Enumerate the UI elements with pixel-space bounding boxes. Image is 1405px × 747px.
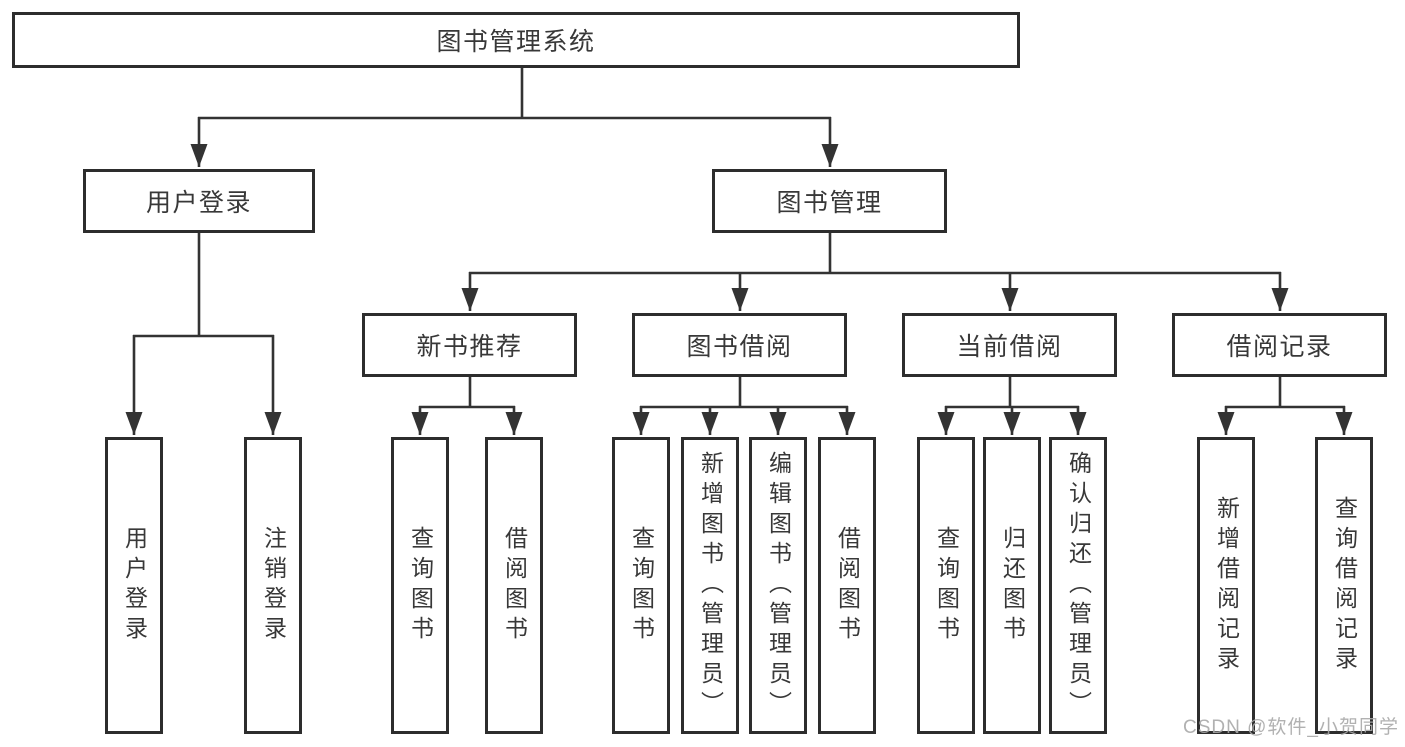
leaf-current-query-books-label: 查询图书 [933,525,960,646]
leaf-logout: 注销登录 [244,437,302,734]
node-root: 图书管理系统 [12,12,1020,68]
node-borrow-records-label: 借阅记录 [1226,333,1333,361]
node-book-borrow-label: 图书借阅 [686,333,793,361]
node-book-borrow: 图书借阅 [632,313,847,377]
node-borrow-records: 借阅记录 [1172,313,1387,377]
node-book-management-label: 图书管理 [776,189,883,217]
node-new-book-recommend-label: 新书推荐 [416,333,523,361]
leaf-current-query-books: 查询图书 [917,437,975,734]
leaf-add-borrow-record-label: 新增借阅记录 [1213,495,1240,676]
leaf-edit-books-admin: 编辑图书（管理员） [749,437,807,734]
leaf-newbook-borrow-books: 借阅图书 [485,437,543,734]
leaf-confirm-return-admin: 确认归还（管理员） [1049,437,1107,734]
leaf-return-books-label: 归还图书 [999,525,1026,646]
csdn-watermark: CSDN @软件_小贺同学 [1183,717,1399,738]
leaf-return-books: 归还图书 [983,437,1041,734]
leaf-query-borrow-record: 查询借阅记录 [1315,437,1373,734]
leaf-user-login: 用户登录 [105,437,163,734]
leaf-confirm-return-admin-label: 确认归还（管理员） [1065,450,1092,721]
node-user-login-label: 用户登录 [145,189,252,217]
leaf-user-login-label: 用户登录 [121,525,148,646]
leaf-borrow-books: 借阅图书 [818,437,876,734]
leaf-newbook-borrow-books-label: 借阅图书 [501,525,528,646]
node-new-book-recommend: 新书推荐 [362,313,577,377]
leaf-query-borrow-record-label: 查询借阅记录 [1331,495,1358,676]
leaf-borrow-query-books: 查询图书 [612,437,670,734]
leaf-logout-label: 注销登录 [260,525,287,646]
leaf-borrow-books-label: 借阅图书 [834,525,861,646]
node-root-label: 图书管理系统 [436,28,596,56]
leaf-borrow-query-books-label: 查询图书 [628,525,655,646]
node-current-borrow-label: 当前借阅 [956,333,1063,361]
leaf-newbook-query-books-label: 查询图书 [407,525,434,646]
leaf-edit-books-admin-label: 编辑图书（管理员） [765,450,792,721]
node-book-management: 图书管理 [712,169,947,233]
leaf-add-books-admin-label: 新增图书（管理员） [697,450,724,721]
leaf-newbook-query-books: 查询图书 [391,437,449,734]
node-user-login: 用户登录 [83,169,315,233]
node-current-borrow: 当前借阅 [902,313,1117,377]
leaf-add-borrow-record: 新增借阅记录 [1197,437,1255,734]
leaf-add-books-admin: 新增图书（管理员） [681,437,739,734]
